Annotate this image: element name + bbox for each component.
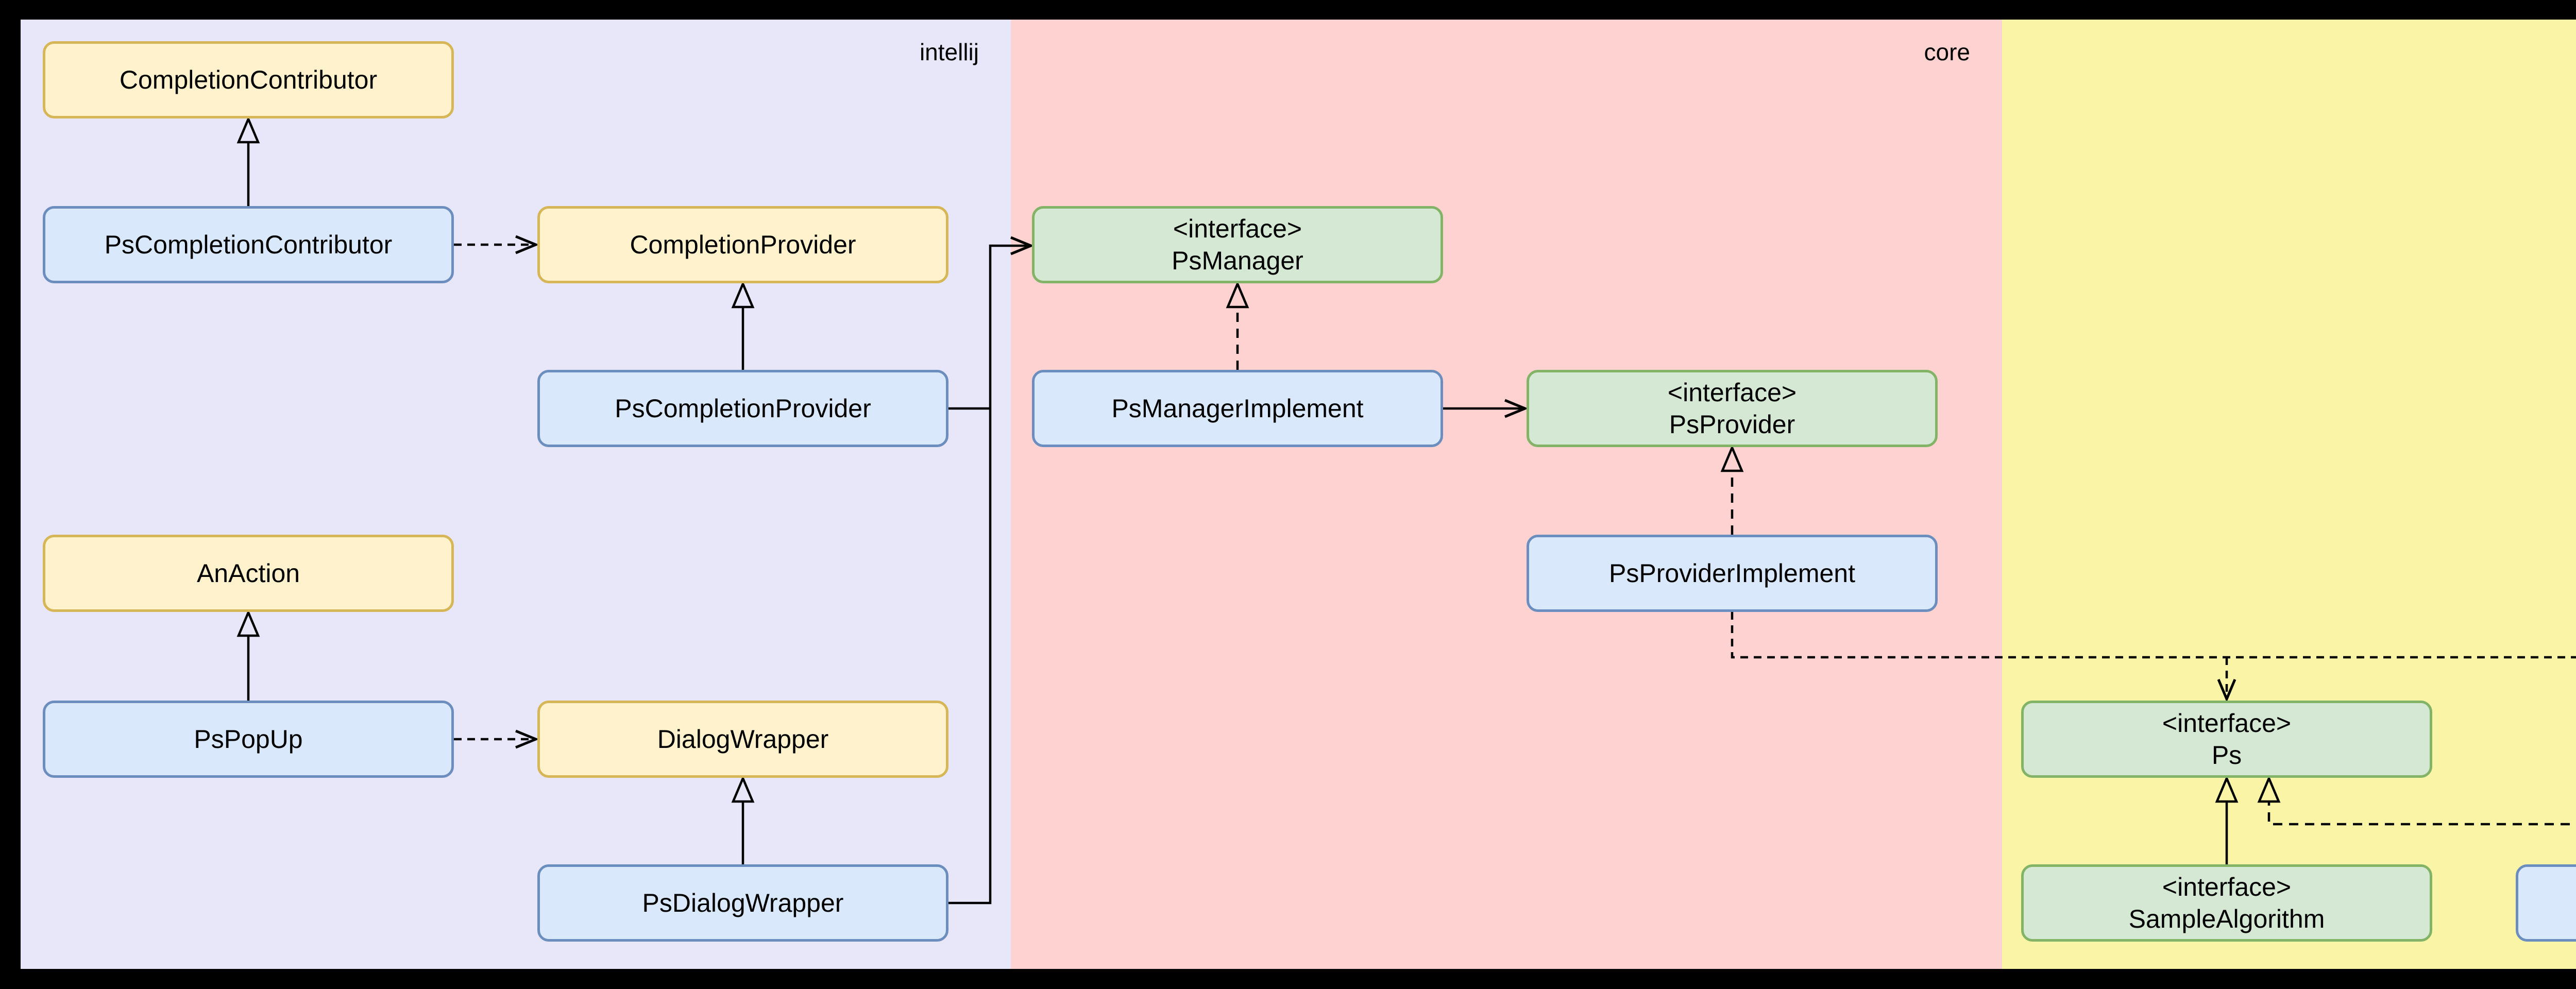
node-label: PsProvider [1669,410,1795,439]
node-label: PsManager [1172,246,1303,275]
node-completion-contributor[interactable]: CompletionContributor [43,41,454,118]
node-stereotype: <interface> [2162,872,2292,901]
node-ps-pop-up[interactable]: PsPopUp [43,701,454,778]
node-stereotype: <interface> [1173,214,1302,243]
node-ps-manager[interactable]: <interface> PsManager [1032,206,1443,283]
node-label: PsDialogWrapper [642,888,844,917]
node-ps[interactable]: <interface> Ps [2021,701,2432,778]
node-simple-ps-implement[interactable]: SimplePsImplement [2516,864,2576,942]
node-ps-provider-implement[interactable]: PsProviderImplement [1527,535,1938,612]
node-label: AnAction [196,558,300,588]
node-ps-provider[interactable]: <interface> PsProvider [1527,370,1938,447]
node-sample-algorithm[interactable]: <interface> SampleAlgorithm [2021,864,2432,942]
region-intellij-label: intellij [919,39,979,65]
node-stereotype: <interface> [1667,378,1797,407]
node-label: PsCompletionProvider [615,394,871,423]
node-label: Ps [2211,741,2242,770]
node-label: PsCompletionContributor [104,230,393,259]
node-label: PsManagerImplement [1111,394,1364,423]
node-ps-completion-contributor[interactable]: PsCompletionContributor [43,206,454,283]
node-label: CompletionProvider [630,230,856,259]
region-core: core [1011,20,2002,969]
node-ps-manager-implement[interactable]: PsManagerImplement [1032,370,1443,447]
node-ps-completion-provider[interactable]: PsCompletionProvider [537,370,948,447]
node-label: DialogWrapper [657,724,829,754]
region-core-label: core [1924,39,1970,65]
node-label: SampleAlgorithm [2128,905,2325,933]
region-intellij: intellij [21,20,1011,969]
node-dialog-wrapper[interactable]: DialogWrapper [537,701,948,778]
region-solution: solution [2002,20,2576,969]
node-label: PsPopUp [194,724,303,754]
node-label: CompletionContributor [119,65,378,94]
node-label: PsProviderImplement [1609,558,1855,588]
node-ps-dialog-wrapper[interactable]: PsDialogWrapper [537,864,948,942]
node-stereotype: <interface> [2162,708,2292,738]
node-completion-provider[interactable]: CompletionProvider [537,206,948,283]
node-an-action[interactable]: AnAction [43,535,454,612]
